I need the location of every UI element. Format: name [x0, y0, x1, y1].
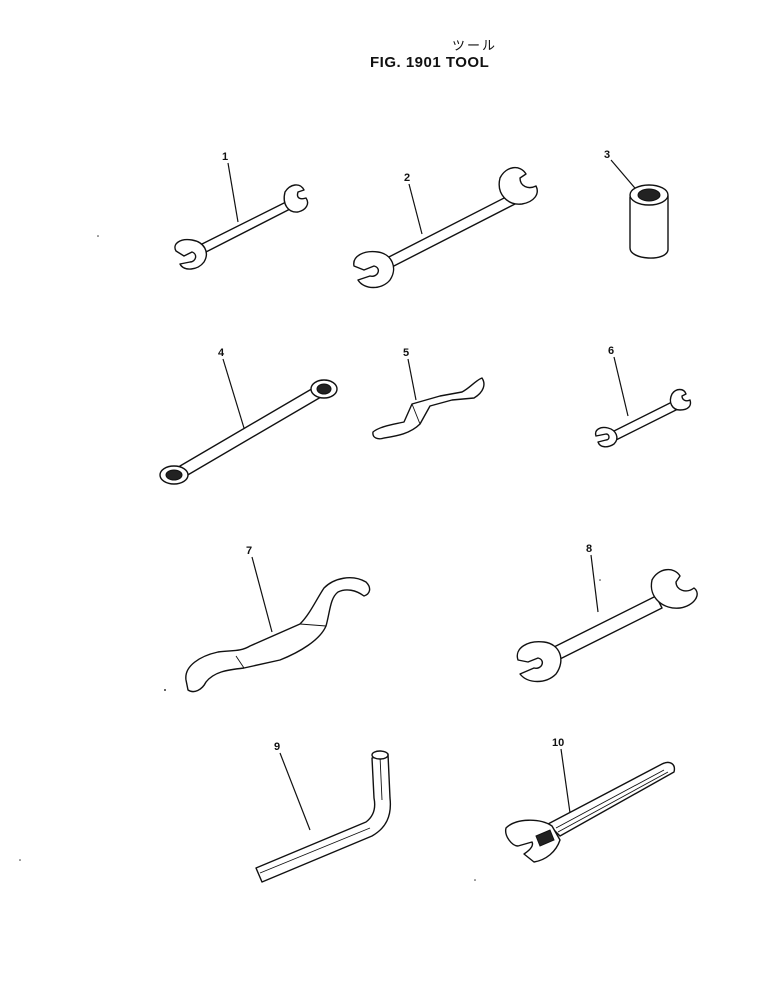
- part-5-offset-hook-wrench-icon[interactable]: 5: [372, 347, 485, 440]
- figure-title-japanese: ツール: [452, 39, 498, 54]
- part-8-callout: 8: [586, 543, 592, 555]
- part-6-callout: 6: [608, 345, 614, 357]
- part-4-callout: 4: [218, 347, 225, 359]
- part-10-adjustable-wrench-icon[interactable]: 10: [504, 737, 676, 863]
- scan-specks: [19, 235, 601, 881]
- part-6-open-end-wrench-mini-icon[interactable]: 6: [594, 345, 692, 448]
- figure-title: FIG. 1901 TOOL: [370, 54, 490, 71]
- part-3-callout: 3: [604, 149, 610, 161]
- part-8-open-end-wrench-large-icon[interactable]: 8: [516, 543, 698, 683]
- part-3-socket-icon[interactable]: 3: [604, 149, 669, 259]
- part-7-hook-spanner-icon[interactable]: 7: [185, 545, 371, 693]
- part-2-open-end-wrench-long-icon[interactable]: 2: [353, 167, 538, 289]
- part-5-callout: 5: [403, 347, 409, 359]
- part-7-callout: 7: [246, 545, 252, 557]
- part-9-hex-key-icon[interactable]: 9: [255, 741, 392, 883]
- part-9-callout: 9: [274, 741, 280, 753]
- part-1-callout: 1: [222, 151, 228, 163]
- part-10-callout: 10: [552, 737, 564, 749]
- part-4-box-end-wrench-icon[interactable]: 4: [159, 347, 338, 485]
- part-1-open-end-wrench-small-icon[interactable]: 1: [174, 151, 309, 270]
- part-2-callout: 2: [404, 172, 410, 184]
